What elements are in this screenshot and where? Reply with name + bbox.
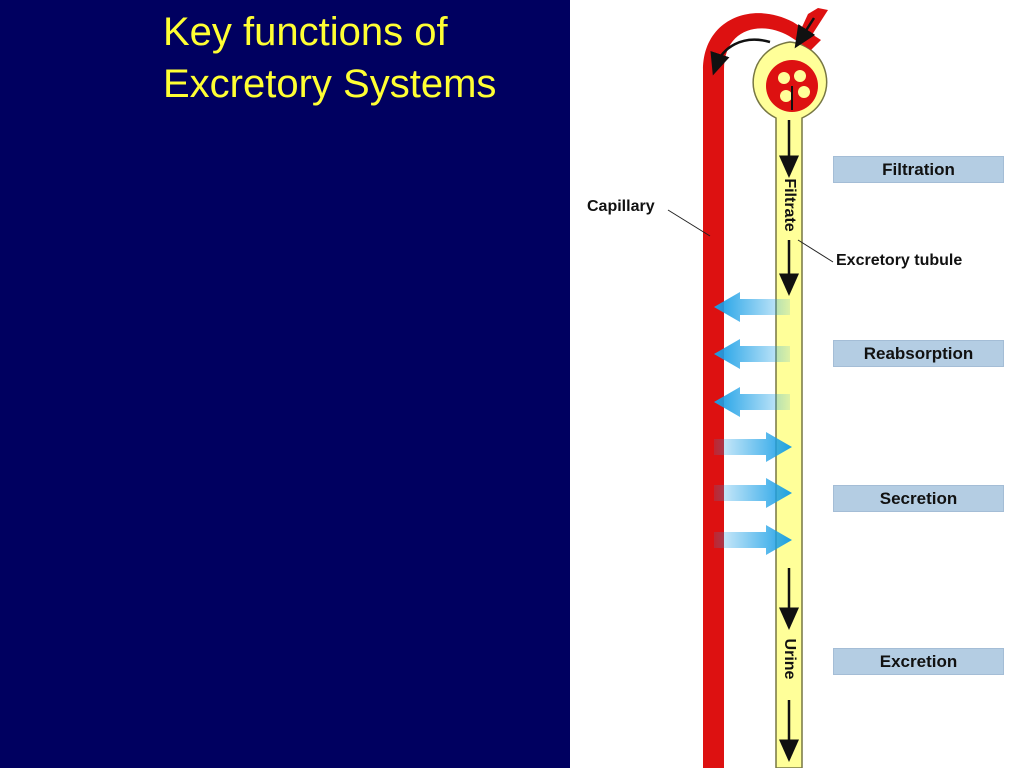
callout-lines	[667, 209, 834, 263]
capillary-vessel	[703, 8, 828, 768]
glomerulus	[766, 60, 818, 112]
stage-excretion: Excretion	[833, 648, 1004, 675]
slide-title-line-1: Key functions of	[163, 10, 448, 54]
stage-reabsorption: Reabsorption	[833, 340, 1004, 367]
excretory-tubule-label: Excretory tubule	[836, 252, 963, 269]
capillary-label: Capillary	[587, 198, 655, 215]
filtrate-label: Filtrate	[781, 178, 798, 232]
slide-title: Key functions of Excretory Systems	[163, 6, 563, 110]
secretion-arrows	[714, 432, 792, 555]
stage-filtration: Filtration	[833, 156, 1004, 183]
slide-title-line-2: Excretory Systems	[163, 62, 497, 106]
urine-label: Urine	[781, 638, 798, 680]
stage-secretion: Secretion	[833, 485, 1004, 512]
blood-flow-arrows	[710, 17, 816, 76]
reabsorption-arrows	[714, 292, 790, 417]
